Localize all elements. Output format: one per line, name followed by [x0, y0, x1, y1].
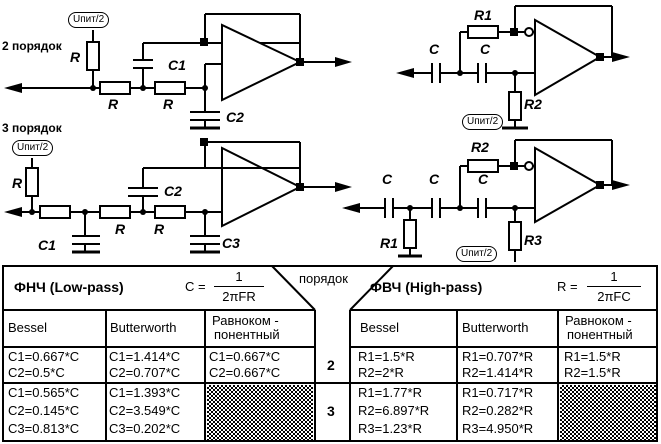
- order-3-heading: 3 порядок: [2, 121, 62, 135]
- table-grid: [2, 265, 658, 442]
- lowpass-title: ФНЧ (Low-pass): [14, 279, 124, 295]
- supply-label-lp3: Uпит/2: [12, 140, 54, 156]
- hp3-butter-r3: R3=4.950*R: [462, 421, 534, 436]
- hp3-bessel-r2: R2=6.897*R: [358, 403, 430, 418]
- hp-formula-bar: [587, 286, 641, 287]
- lp3-r3-label: R: [154, 221, 165, 237]
- hp3-c1-label: C: [382, 171, 393, 187]
- hp3-butter-r1: R1=0.717*R: [462, 385, 534, 400]
- lp-formula-lhs: C =: [185, 279, 206, 294]
- lp-formula-num: 1: [235, 269, 243, 284]
- lp-col-bessel: Bessel: [8, 320, 48, 335]
- lp2-supply-resistor-label: R: [70, 49, 81, 65]
- hp-order3-equal-na: [560, 385, 656, 440]
- lp-col-butterworth: Butterworth: [110, 320, 177, 335]
- hp2-equal-r1: R1=1.5*R: [564, 349, 621, 364]
- hp2-r1-label: R1: [474, 7, 492, 23]
- lp-col-equal-1: Равноком -: [212, 313, 279, 328]
- lp2-r2-label: R: [163, 96, 174, 112]
- lp-formula-bar: [214, 286, 264, 287]
- hp3-butter-r2: R2=0.282*R: [462, 403, 534, 418]
- hp3-r2-label: R2: [471, 139, 489, 155]
- lp2-bessel-c2: C2=0.5*C: [8, 365, 65, 380]
- lp3-supply-resistor-label: R: [12, 175, 23, 191]
- lp3-c1-label: C1: [38, 237, 56, 253]
- highpass-2nd-order-circuit: [400, 5, 613, 128]
- hp3-bessel-r1: R1=1.77*R: [358, 385, 422, 400]
- order-header: порядок: [299, 271, 348, 286]
- lp-order3-equal-na: [207, 385, 313, 440]
- lp3-butter-c1: C1=1.393*C: [109, 385, 181, 400]
- order-2-heading: 2 порядок: [2, 39, 62, 53]
- hp2-butter-r1: R1=0.707*R: [462, 349, 534, 364]
- highpass-3rd-order-circuit: [345, 139, 613, 262]
- lp3-butter-c3: C3=0.202*C: [109, 421, 181, 436]
- supply-label-hp3: Uпит/2: [456, 246, 498, 262]
- lp-formula-den: 2πFR: [222, 289, 256, 304]
- lp2-butter-c2: C2=0.707*C: [109, 365, 181, 380]
- lp-col-equal-2: понентный: [214, 327, 280, 342]
- hp2-butter-r2: R2=1.414*R: [462, 365, 534, 380]
- lowpass-2nd-order-circuit: [8, 13, 335, 128]
- hp2-equal-r2: R2=1.5*R: [564, 365, 621, 380]
- supply-label-hp2: Uпит/2: [462, 114, 504, 130]
- circuit-diagrams: [4, 5, 630, 262]
- hp2-bessel-r1: R1=1.5*R: [358, 349, 415, 364]
- lp3-c3-label: C3: [222, 235, 240, 251]
- lp3-r2-label: R: [115, 221, 126, 237]
- lp2-equal-c1: C1=0.667*C: [209, 349, 281, 364]
- hp-col-butterworth: Butterworth: [462, 320, 529, 335]
- hp-formula-den: 2πFC: [597, 289, 631, 304]
- hp3-c2-label: C: [429, 171, 440, 187]
- order-2-cell: 2: [327, 357, 335, 373]
- hp2-c-in-label: C: [429, 41, 440, 57]
- supply-label-lp2: Uпит/2: [68, 12, 110, 28]
- hp3-c3-label: C: [478, 171, 489, 187]
- lp2-butter-c1: C1=1.414*C: [109, 349, 181, 364]
- hp3-r3-label: R3: [524, 232, 542, 248]
- lp3-bessel-c3: C3=0.813*C: [8, 421, 80, 436]
- highpass-title: ФВЧ (High-pass): [370, 279, 483, 295]
- hp-col-equal-1: Равноком -: [565, 313, 632, 328]
- hp2-r2-label: R2: [524, 96, 542, 112]
- lp2-c1-label: C1: [168, 57, 186, 73]
- order-3-cell: 3: [327, 403, 335, 419]
- lp2-r1-label: R: [108, 96, 119, 112]
- lp3-bessel-c2: C2=0.145*C: [8, 403, 80, 418]
- lp3-butter-c2: C2=3.549*C: [109, 403, 181, 418]
- hp3-r1-label: R1: [380, 235, 398, 251]
- lp2-equal-c2: C2=0.667*C: [209, 365, 281, 380]
- lp2-c2-label: C2: [226, 109, 244, 125]
- hp-col-equal-2: понентный: [567, 327, 633, 342]
- hp2-bessel-r2: R2=2*R: [358, 365, 404, 380]
- component-ratio-table: ФНЧ (Low-pass) ФВЧ (High-pass) порядок C…: [2, 265, 658, 442]
- hp3-bessel-r3: R3=1.23*R: [358, 421, 422, 436]
- lp3-c2-label: C2: [164, 183, 182, 199]
- hp-formula-num: 1: [610, 269, 618, 284]
- hp-col-bessel: Bessel: [360, 320, 400, 335]
- hp2-c2-label: C: [480, 41, 491, 57]
- lp2-bessel-c1: C1=0.667*C: [8, 349, 80, 364]
- lp3-bessel-c1: C1=0.565*C: [8, 385, 80, 400]
- hp-formula-lhs: R =: [557, 279, 578, 294]
